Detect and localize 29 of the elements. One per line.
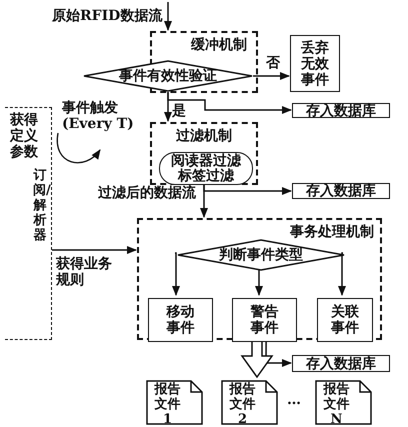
- text-label: 事件触发 (Every T): [62, 100, 135, 132]
- edge-label: 原始RFID数据流: [52, 8, 162, 24]
- hollow-arrow: [240, 340, 274, 378]
- arrow: [203, 185, 292, 195]
- frame-heading: 过滤机制: [176, 128, 232, 144]
- frame-heading: 缓冲机制: [191, 37, 247, 53]
- process-box: 存入数据库: [292, 355, 390, 372]
- process-box: 警告事件: [232, 298, 297, 342]
- arrow: [338, 252, 346, 296]
- arrow: [172, 252, 180, 296]
- arrow: [255, 269, 263, 296]
- process-box: 丢弃无效事件: [290, 35, 340, 92]
- process-box: 存入数据库: [292, 103, 390, 118]
- dashed-frame: [150, 122, 258, 185]
- arrow: [167, 92, 292, 114]
- arrow: [253, 72, 290, 80]
- frame-heading: 事务处理机制: [290, 224, 374, 240]
- decision-diamond: 事件有效性验证: [83, 60, 253, 92]
- rounded-box: 阅读器过滤标签过滤: [159, 152, 253, 185]
- edge-label: 过滤后的数据流: [98, 185, 196, 201]
- process-box: 存入数据库: [292, 183, 390, 199]
- dashed-frame: [137, 218, 382, 340]
- process-box: 关联事件: [317, 298, 373, 342]
- process-box: 移动事件: [148, 298, 213, 342]
- arrow: [164, 2, 172, 31]
- decision-diamond: 判断事件类型: [177, 239, 345, 271]
- edge-label: 是: [172, 103, 186, 119]
- edge-label: 否: [266, 55, 280, 71]
- arrow: [52, 246, 137, 254]
